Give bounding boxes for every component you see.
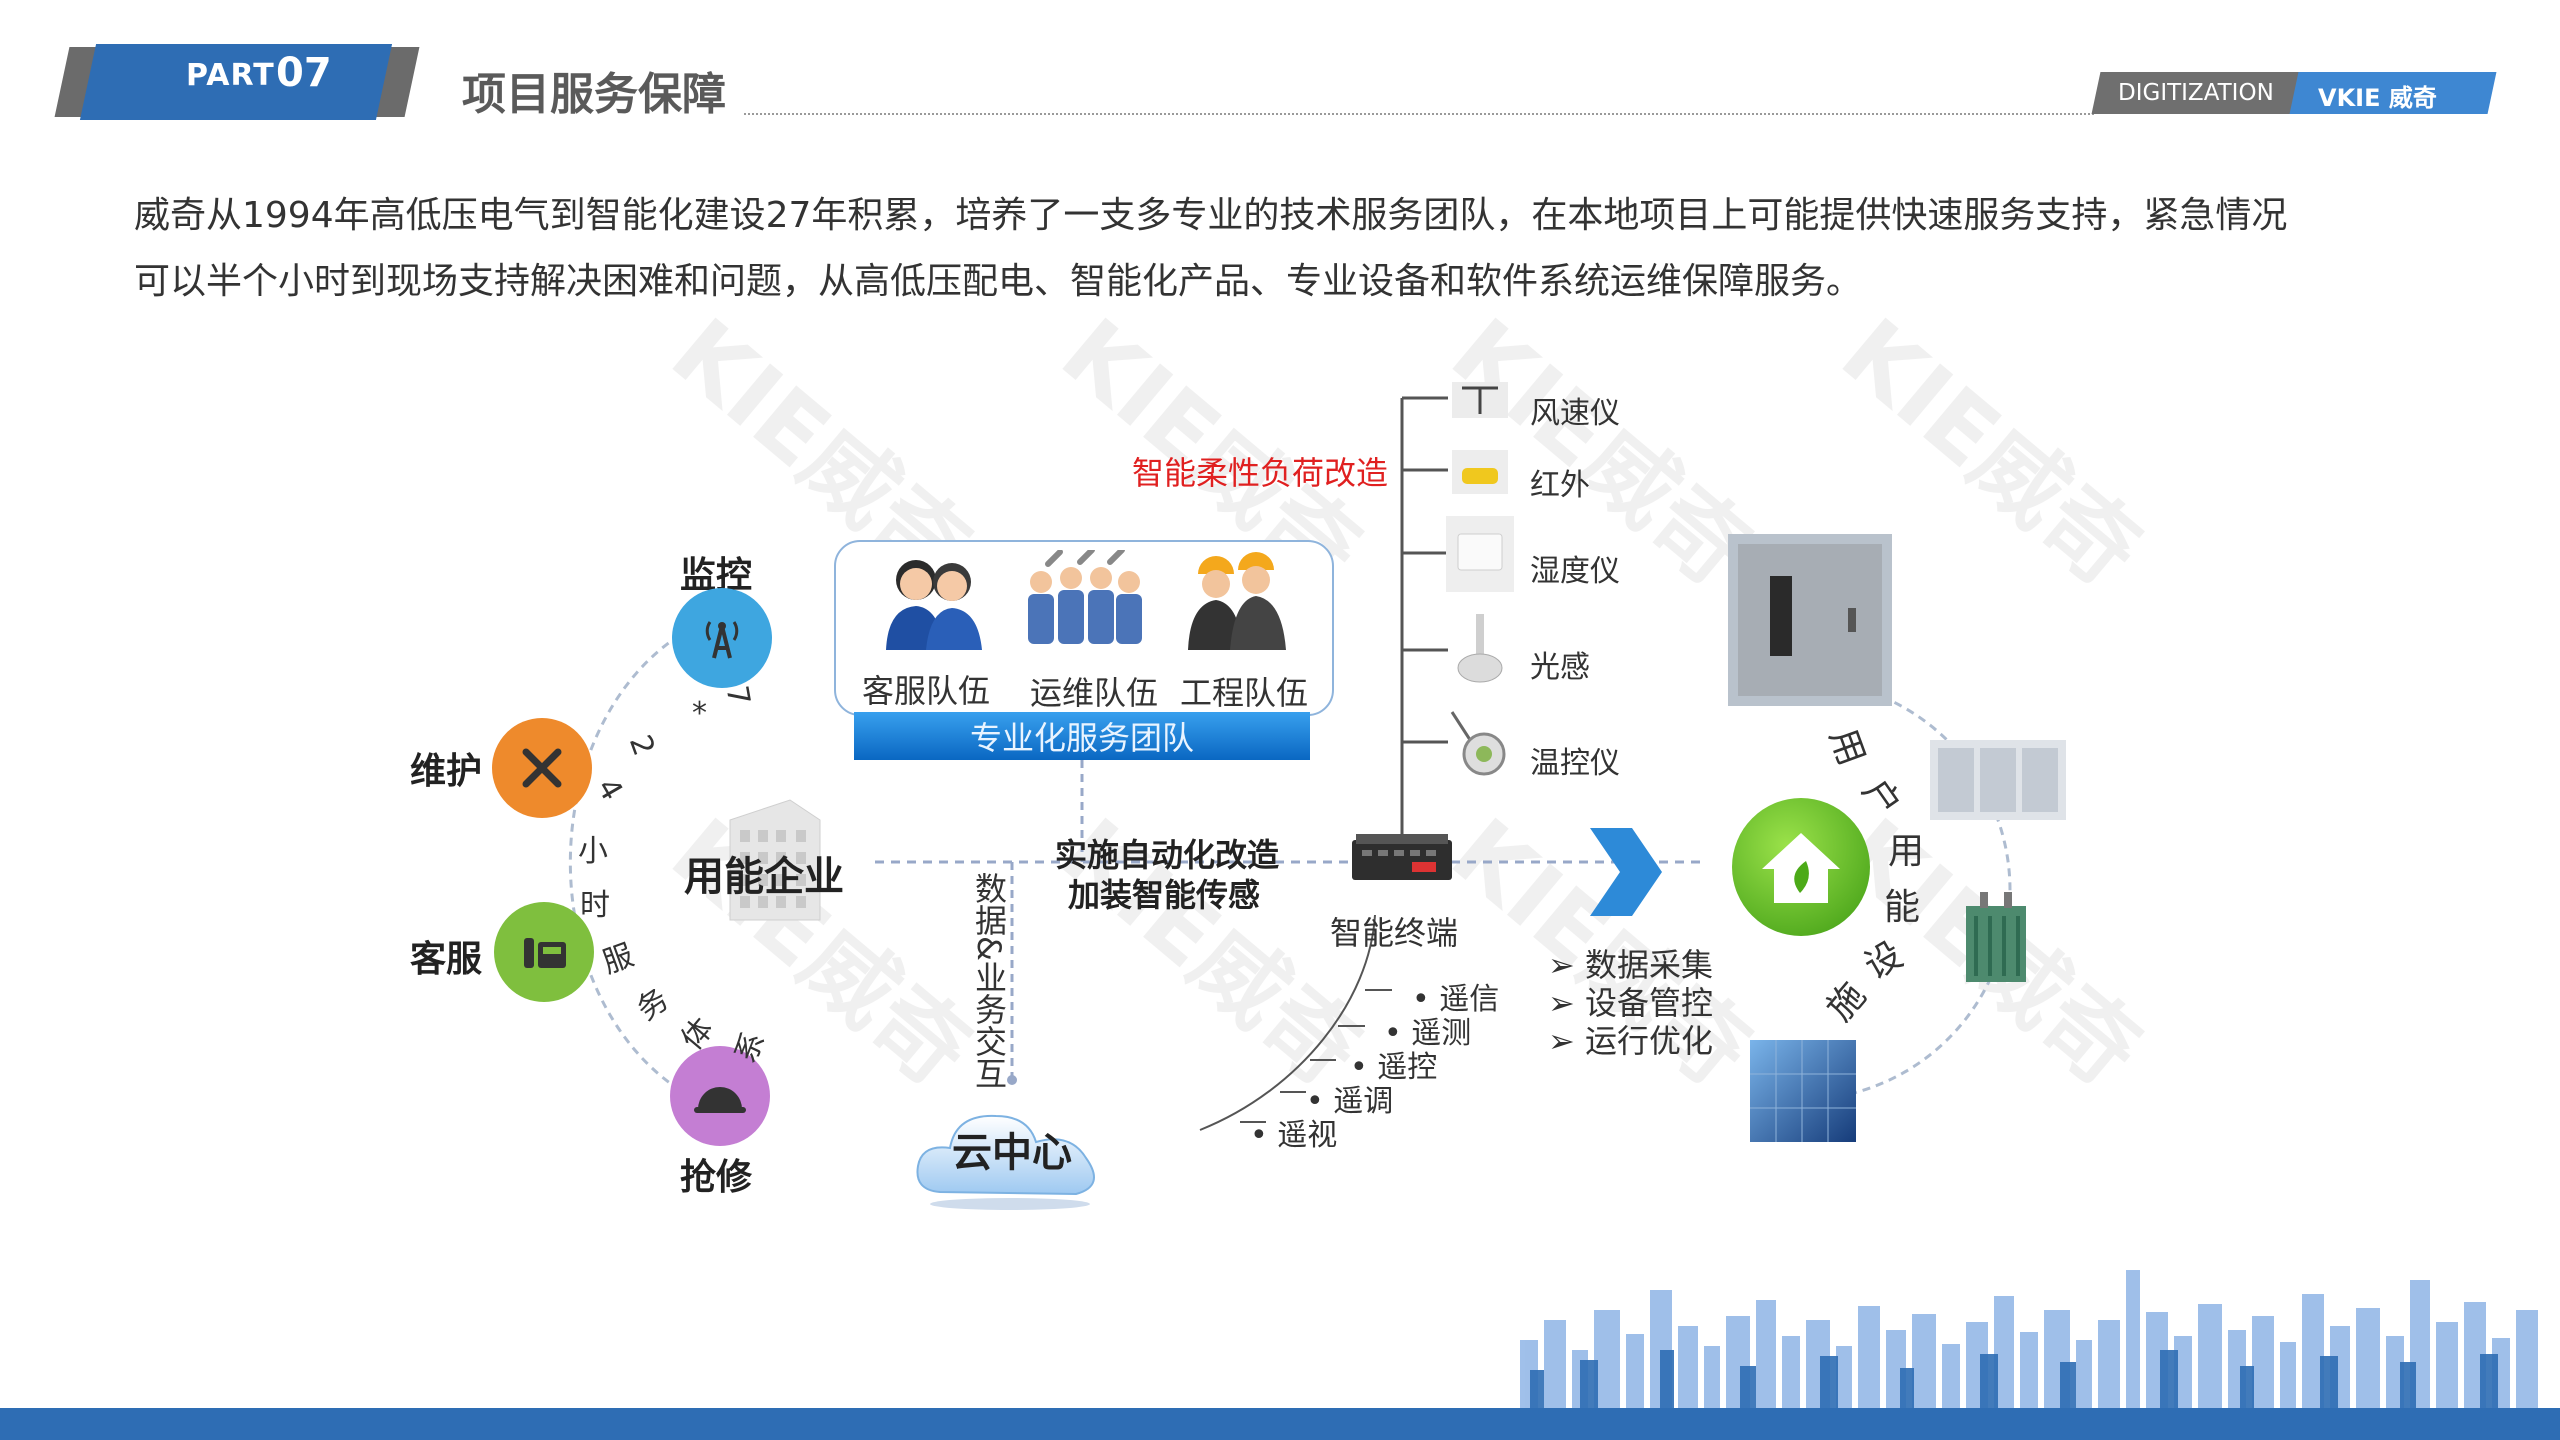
signal-tower-icon xyxy=(672,588,772,688)
intro-paragraph-line-1: 威奇从1994年高低压电气到智能化建设27年积累，培养了一支多专业的技术服务团队… xyxy=(134,195,2288,236)
maintenance-team-icon xyxy=(1018,547,1148,654)
facility-ring-arc xyxy=(1799,678,2012,1102)
function-item: ➢ 运行优化 xyxy=(1548,1022,1713,1060)
page-title: 项目服务保障 xyxy=(462,69,726,120)
flex-load-label: 智能柔性负荷改造 xyxy=(1132,454,1389,492)
cloud-center-label: 云中心 xyxy=(952,1130,1072,1176)
service-ring-arc xyxy=(568,633,681,1092)
smart-terminal-label: 智能终端 xyxy=(1330,914,1459,952)
customer-service-team-icon xyxy=(878,550,988,654)
service-label-support: 客服 xyxy=(410,939,483,980)
electric-cabinet-icon xyxy=(1726,532,1894,708)
footer-bar xyxy=(0,1408,2560,1440)
intro-paragraph-line-2: 可以半个小时到现场支持解决困难和问题，从高低压配电、智能化产品、专业设备和软件系… xyxy=(134,261,1863,302)
building-icon xyxy=(700,790,840,930)
service-label-repair: 抢修 xyxy=(680,1157,753,1198)
arc-char: 小 xyxy=(578,834,608,869)
thermostat-icon xyxy=(1444,706,1510,786)
sensor-label-light: 光感 xyxy=(1530,650,1590,685)
city-skyline-decoration xyxy=(1520,1270,2538,1410)
anemometer-icon xyxy=(1448,374,1512,422)
telemetry-item: • 遥信 xyxy=(1412,982,1500,1017)
enterprise-label: 用能企业 xyxy=(684,854,844,900)
team-label-engineering: 工程队伍 xyxy=(1180,674,1309,712)
function-item: ➢ 数据采集 xyxy=(1548,946,1713,984)
automation-line-1: 实施自动化改造 xyxy=(1055,836,1280,874)
brand-logo: VKIE 威奇 xyxy=(2318,84,2437,112)
solar-panel-icon xyxy=(1750,1040,1856,1142)
flow-arrow xyxy=(1590,828,1662,916)
telemetry-item: • 遥调 xyxy=(1306,1084,1394,1119)
facility-arc-char: 用 xyxy=(1888,831,1925,872)
data-exchange-label: 数据&业务交互 xyxy=(970,872,1008,1089)
tools-icon xyxy=(492,718,592,818)
title-divider xyxy=(744,113,2094,115)
part-label: PART xyxy=(186,58,275,93)
sensor-label-infrared: 红外 xyxy=(1530,468,1590,503)
telemetry-item: • 遥测 xyxy=(1384,1016,1472,1051)
sensor-label-anemometer: 风速仪 xyxy=(1530,396,1620,431)
part-number: 07 xyxy=(276,50,332,96)
team-banner: 专业化服务团队 xyxy=(854,712,1310,760)
telemetry-item: • 遥控 xyxy=(1350,1050,1438,1085)
helmet-icon xyxy=(670,1046,770,1146)
digitization-label: DIGITIZATION xyxy=(2118,80,2274,106)
service-label-maintain: 维护 xyxy=(410,751,483,792)
home-energy-icon xyxy=(1732,798,1870,936)
team-label-maintenance: 运维队伍 xyxy=(1030,674,1159,712)
sensor-label-humidity: 湿度仪 xyxy=(1530,554,1620,589)
transformer-icon xyxy=(1956,886,2036,986)
sensor-label-thermostat: 温控仪 xyxy=(1530,746,1620,781)
infrared-sensor-icon xyxy=(1448,446,1512,498)
cloud-icon xyxy=(910,1092,1110,1212)
engineering-team-icon xyxy=(1178,550,1298,654)
team-label-customer-service: 客服队伍 xyxy=(862,672,991,710)
arc-char: * xyxy=(692,696,707,731)
humidity-sensor-icon xyxy=(1444,514,1516,594)
automation-line-2: 加装智能传感 xyxy=(1068,876,1261,914)
smart-terminal-device-icon xyxy=(1350,832,1454,884)
switchgear-icon xyxy=(1928,738,2068,822)
facility-arc-char: 能 xyxy=(1884,887,1921,928)
telemetry-item: • 遥视 xyxy=(1250,1118,1338,1153)
telephone-icon xyxy=(494,902,594,1002)
light-sensor-icon xyxy=(1448,604,1512,694)
arc-char: 时 xyxy=(580,888,610,923)
function-item: ➢ 设备管控 xyxy=(1548,984,1713,1022)
